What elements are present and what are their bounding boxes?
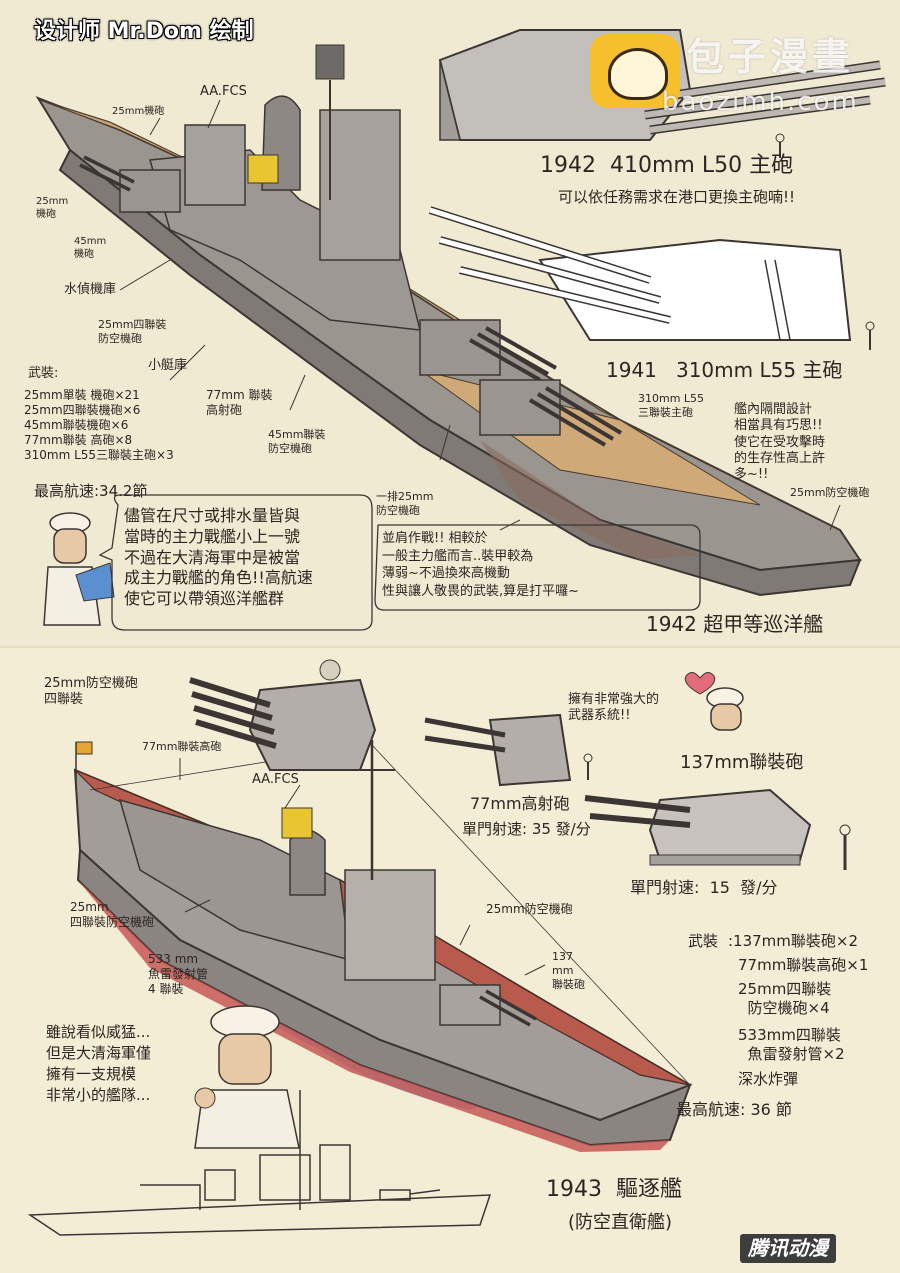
destroyer-profile-sketch	[27, 1090, 492, 1236]
scale-figure-4	[839, 824, 851, 836]
gun310-drawing	[428, 206, 875, 350]
label-aa45: 45mm聯裝 防空機砲	[268, 428, 326, 455]
cruiser-speech: 儘管在尺寸或排水量皆與 當時的主力戰艦小上一號 不過在大清海軍中是被當 成主力戰…	[124, 506, 313, 609]
gun410-note: 可以依任務需求在港口更換主砲喃!!	[558, 188, 796, 206]
gun310-title: 1941 310mm L55 主砲	[606, 358, 843, 382]
cruiser-fcs-tower	[184, 124, 246, 206]
sailor-character-1	[43, 512, 115, 626]
speech-bubble-1	[98, 494, 373, 631]
cruiser-speed: 最高航速:34.2節	[34, 482, 148, 500]
cruiser-main-turret-1	[419, 319, 557, 382]
cruiser-caption: 1942 超甲等巡洋艦	[646, 612, 824, 636]
label-aa25-destroyer: 25mm防空機砲	[486, 902, 573, 916]
gun77-title: 77mm高射砲	[470, 794, 570, 813]
cruiser-bow-rust	[480, 440, 700, 560]
label-aa25-quad-inset: 25mm防空機砲 四聯裝	[44, 676, 138, 708]
destroyer-subcaption: (防空直衛艦)	[568, 1212, 673, 1233]
cruiser-illustration	[35, 29, 886, 631]
destroyer-speed: 最高航速: 36 節	[676, 1100, 792, 1119]
gun137-title: 137mm聯裝砲	[680, 752, 804, 773]
gun137-rate: 單門射速: 15 發/分	[630, 878, 778, 897]
speech-bubble-2	[374, 524, 701, 611]
label-aa-fcs-destroyer: AA.FCS	[252, 772, 299, 787]
destroyer-leader-lines	[179, 758, 546, 976]
label-aa25-top: 25mm機砲	[112, 106, 165, 117]
cruiser-armament-item: 310mm L55三聯裝主砲×3	[24, 448, 174, 462]
cruiser-armament-item: 77mm聯裝 高砲×8	[24, 433, 133, 447]
sailor-character-2	[706, 687, 744, 731]
cruiser-radar	[315, 44, 345, 80]
sailor-character-3	[194, 1005, 300, 1149]
cruiser-hull-lower	[58, 148, 862, 597]
cruiser-armament-item: 25mm單裝 機砲×21	[24, 388, 140, 402]
destroyer-armament-item: :137mm聯裝砲×2	[728, 932, 859, 950]
watermark-url: baozimh.com	[662, 87, 859, 117]
label-gun77-ship: 77mm聯裝高砲	[142, 740, 222, 753]
label-main310: 310mm L55 三聯裝主砲	[638, 392, 705, 419]
cruiser-armament-list: 25mm單裝 機砲×21 25mm四聯裝機砲×6 45mm聯裝機砲×6 77mm…	[24, 388, 174, 463]
scale-figure-3	[583, 753, 593, 763]
label-gun45: 45mm 機砲	[74, 236, 107, 260]
destroyer-armament-item: 77mm聯裝高砲×1	[738, 956, 869, 974]
gun77-drawing	[424, 713, 593, 787]
destroyer-armament-heading: 武裝	[688, 932, 719, 950]
cruiser-armament-item: 45mm聯裝機砲×6	[24, 418, 129, 432]
cruiser-flag	[247, 154, 279, 184]
label-boat-garage: 小艇庫	[148, 358, 188, 373]
destroyer-flag	[281, 807, 313, 839]
cruiser-bridge-tower	[319, 109, 401, 261]
cruiser-main-turret-3	[79, 155, 181, 213]
watermark-corner: 腾讯动漫	[740, 1234, 836, 1263]
destroyer-fore-turret	[439, 984, 537, 1027]
label-aa25-quad-ship: 25mm 四聯裝防空機砲	[70, 900, 155, 929]
destroyer-caption: 1943 驅逐艦	[546, 1177, 682, 1202]
cruiser-main-turret-2	[479, 379, 623, 447]
watermark-logo	[590, 34, 680, 108]
gun137-drawing	[584, 788, 851, 870]
destroyer-armament-item: 25mm四聯裝 防空機砲×4	[738, 980, 832, 1017]
destroyer-armament-item: 533mm四聯裝 魚雷發射管×2	[738, 1026, 845, 1063]
bun-face-icon	[608, 48, 668, 100]
label-aa25-quad: 25mm四聯裝 防空機砲	[98, 318, 167, 345]
aa25-quad-drawing	[189, 659, 377, 771]
label-torpedo: 533 mm 魚雷發射管 4 聯裝	[148, 952, 209, 996]
label-aa25-row: 一排25mm 防空機砲	[376, 490, 434, 517]
gun410-title: 1942 410mm L50 主砲	[540, 153, 794, 178]
label-aa25-left: 25mm 機砲	[36, 196, 69, 220]
label-gun77: 77mm 聯裝 高射砲	[206, 388, 273, 417]
section-divider	[0, 646, 900, 648]
cruiser-armament-item: 25mm四聯裝機砲×6	[24, 403, 141, 417]
destroyer-boast: 擁有非常強大的 武器系統!!	[568, 692, 660, 724]
credit-line: 设计师 Mr.Dom 绘制	[34, 19, 254, 44]
cruiser-speech-2: 並肩作戰!! 相較於 一般主力艦而言..裝甲較為 薄弱~不過換來高機動 性與讓人…	[382, 531, 580, 599]
destroyer-stern-flag	[75, 741, 93, 755]
label-aa25-bow: 25mm防空機砲	[790, 486, 870, 499]
label-seaplane-hangar: 水偵機庫	[64, 282, 117, 297]
heart-icon	[684, 672, 716, 695]
cruiser-hull-note: 艦內隔間設計 相當具有巧思!! 使它在受攻擊時 的生存性高上許 多~!!	[734, 402, 826, 482]
label-gun137-ship: 137 mm 聯裝砲	[552, 950, 585, 991]
watermark-name: 包子漫畫	[686, 35, 855, 79]
destroyer-speech: 雖說看似威猛... 但是大清海軍僅 擁有一支規模 非常小的艦隊...	[46, 1023, 152, 1104]
destroyer-armament-item: 深水炸彈	[738, 1070, 799, 1088]
destroyer-funnel	[289, 829, 326, 896]
label-aa-fcs: AA.FCS	[200, 84, 247, 99]
cruiser-armament-heading: 武裝:	[28, 366, 59, 381]
destroyer-bridge-tower	[344, 869, 436, 981]
gun77-rate: 單門射速: 35 發/分	[462, 820, 591, 838]
